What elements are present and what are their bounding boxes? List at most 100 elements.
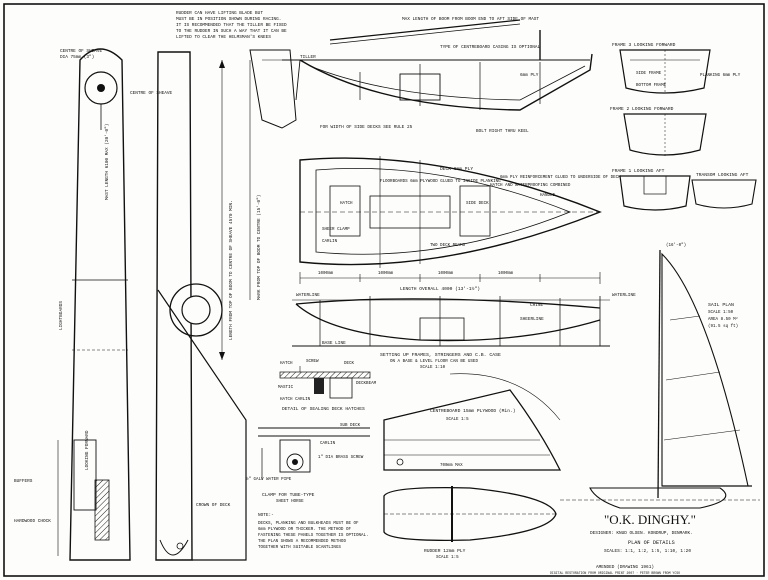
- sub-deck-label: SUB DECK: [340, 424, 361, 428]
- deck-plan-view: [299, 156, 602, 268]
- sail-area-ft: (91.5 sq ft): [708, 324, 738, 329]
- dimension-2: 1000mm: [378, 272, 394, 276]
- length-overall-label: LENGTH OVERALL 4000 (13'-1½"): [400, 286, 480, 292]
- frame-3-title: FRAME 3 LOOKING FORWARD: [612, 42, 676, 48]
- hatch-cover-label: HATCH: [280, 362, 293, 366]
- frame-3-section: [619, 49, 711, 94]
- mast-dimension-lines: [219, 60, 251, 360]
- sheet-border: [3, 3, 765, 577]
- clamp-subtitle: SHEET HORSE: [276, 500, 304, 504]
- brass-screw-label: 1" DIA BRASS SCREW: [318, 455, 364, 460]
- note-line-4: THE PLAN SHOWS A RECOMMENDED METHOD: [258, 540, 346, 544]
- deck-ply-label: DECK 6mm PLY: [440, 166, 473, 172]
- sheave-dia-label: DIA 75mm (3"): [60, 55, 94, 60]
- rudder-note-line-1: RUDDER CAN HAVE LIFTING BLADE BUT: [176, 11, 263, 16]
- clamp-title: CLAMP FOR TUBE-TYPE: [262, 492, 315, 498]
- chine-label: CHINE: [530, 303, 544, 308]
- reinforcement-note: 6mm PLY REINFORCEMENT GLUED TO UNDERSIDE…: [500, 176, 621, 180]
- designer-label: DESIGNER: KNUD OLSEN. KONDRUP, DENMARK.: [590, 531, 693, 536]
- hatch-carlin-label: HATCH CARLIN: [280, 398, 311, 402]
- hatch-sealing-detail: [279, 366, 371, 399]
- deckbeam-label: DECKBEAM: [356, 382, 377, 386]
- bolt-note-label: BOLT RIGHT THRU KEEL: [476, 129, 529, 134]
- hatch-label: HATCH: [340, 202, 353, 206]
- side-frame-label: SIDE FRAME: [636, 72, 662, 76]
- setting-up-elevation: [292, 296, 610, 347]
- rudder-scale: SCALE 1:5: [436, 556, 459, 560]
- note-line-5: TOGETHER WITH SUITABLE SCANTLINGS: [258, 546, 341, 550]
- carlin-detail-label: CARLIN: [320, 442, 336, 446]
- carlin-label: CARLIN: [322, 240, 338, 244]
- mast-length-label: LENGTH FROM TOP OF BOOM TO CENTRE OF SHE…: [229, 200, 234, 340]
- side-deck-label: SIDE DECK: [466, 202, 489, 206]
- footer-credit: DIGITAL RESTORATION FROM ORIGINAL PRINT …: [550, 571, 680, 575]
- length-dimension: [299, 272, 601, 284]
- transom-title: TRANSOM LOOKING AFT: [696, 172, 749, 178]
- two-deck-beams-label: TWO DECK BEAMS: [430, 244, 466, 248]
- deck-small-label: DECK: [344, 362, 355, 366]
- boom-note-label: MAX LENGTH OF BOOM FROM BOOM END TO AFT …: [402, 17, 539, 22]
- sail-plan-title: SAIL PLAN: [708, 302, 734, 308]
- sheer-clamp-label: SHEER CLAMP: [322, 228, 350, 232]
- rudder-note-line-3: IT IS RECOMMENDED THAT THE TILLER BE FIX…: [176, 23, 287, 28]
- mast-side-view: [155, 51, 247, 561]
- base-line-label: BASE LINE: [322, 341, 346, 346]
- rudder-note-line-5: LIFTED TO CLEAR THE HELMSMAN'S KNEES: [176, 35, 271, 40]
- handle-label: HANDLE: [540, 194, 556, 198]
- centreboard-casing-note: TYPE OF CENTREBOARD CASING IS OPTIONAL: [440, 45, 540, 50]
- planking-ply-label: 6mm PLY: [520, 73, 539, 78]
- mastic-label: MASTIC: [278, 386, 294, 390]
- clamp-detail: [258, 427, 370, 480]
- hull-profile-view: [282, 19, 593, 111]
- centre-of-sheave-label: CENTRE OF SHEAVE: [60, 49, 103, 54]
- crown-of-deck-label: CROWN OF DECK: [196, 503, 231, 508]
- rudder-note-line-2: MUST BE IN POSITION SHOWN DURING RACING.: [176, 17, 281, 22]
- side-decks-note: FOR WIDTH OF SIDE DECKS SEE RULE 25: [320, 125, 413, 130]
- setting-up-subtitle: ON A BASE & LEVEL FLOOR CAN BE USED: [390, 360, 478, 364]
- planking-label: PLANKING 6mm PLY: [700, 74, 741, 78]
- dimension-1: 1000mm: [318, 272, 334, 276]
- drawing-title: "O.K. DINGHY.": [604, 512, 696, 527]
- centreboard-drawing: [383, 373, 562, 471]
- rudder-upper-outline: [249, 49, 297, 129]
- frame-2-title: FRAME 2 LOOKING FORWARD: [610, 106, 674, 112]
- centreboard-scale: SCALE 1:5: [446, 418, 469, 422]
- waterline-right-label: WATERLINE: [612, 293, 636, 298]
- frame-1-title: FRAME 1 LOOKING AFT: [612, 168, 665, 174]
- sealing-detail-title: DETAIL OF SEALING DECK HATCHES: [282, 406, 365, 412]
- note-line-1: DECKS, PLANKING AND BULKHEADS MUST BE OF: [258, 522, 359, 526]
- sheerline-label: SHEERLINE: [520, 317, 544, 322]
- setting-up-scale: SCALE 1:10: [420, 366, 446, 370]
- dimension-3: 1000mm: [438, 272, 454, 276]
- sail-plan-scale: SCALE 1:50: [708, 311, 734, 315]
- frame-1-section: [619, 175, 691, 211]
- rudder-note-line-4: TO THE RUDDER IN SUCH A WAY THAT IT CAN …: [176, 29, 287, 34]
- amended-label: AMENDED (DRAWING 1961): [596, 565, 654, 570]
- centre-of-sheave-right-label: CENTRE OF SHEAVE: [130, 91, 173, 96]
- frame-2-section: [623, 113, 707, 158]
- hardwood-chock-label: HARDWOOD CHOCK: [14, 519, 51, 524]
- centreboard-dimension: 700mm MAX: [440, 464, 463, 468]
- mast-mark-label: MARK FROM TOP OF BOOM TO CENTRE (15'-0"): [257, 195, 262, 300]
- centreboard-title: CENTREBOARD 15mm PLYWOOD (Min.): [430, 408, 515, 414]
- tiller-label: TILLER: [300, 55, 316, 60]
- waterline-label: WATERLINE: [296, 293, 320, 298]
- floorboard-note: FLOORBOARDS 6mm PLYWOOD GLUED TO INSIDE …: [380, 180, 501, 184]
- scales-label: SCALES: 1:1, 1:2, 1:5, 1:10, 1:20: [604, 549, 691, 554]
- lightboards-label: LIGHTBOARDS: [59, 301, 64, 330]
- sail-plan-drawing: [560, 249, 760, 509]
- note-line-3: FASTENING THESE PANELS TOGETHER IS OPTIO…: [258, 534, 369, 538]
- dimension-4: 1000mm: [498, 272, 514, 276]
- buffers-label: BUFFERS: [14, 479, 33, 484]
- rudder-blade-drawing: [383, 486, 557, 542]
- notes-title: NOTE:-: [258, 513, 274, 518]
- mast-head-view: [57, 48, 131, 561]
- pipe-label: ½" GALV WATER PIPE: [246, 477, 292, 482]
- mast-note-label: MAST LENGTH 6100 MAX (20'-0"): [105, 124, 110, 200]
- hatch-waterproofing-label: HATCH AND WATERPROOFING COMBINED: [490, 184, 571, 188]
- bottom-frame-label: BOTTOM FRAME: [636, 84, 667, 88]
- rudder-title: RUDDER 12mm PLY: [424, 548, 466, 554]
- measure-label: (16'-0"): [666, 243, 686, 248]
